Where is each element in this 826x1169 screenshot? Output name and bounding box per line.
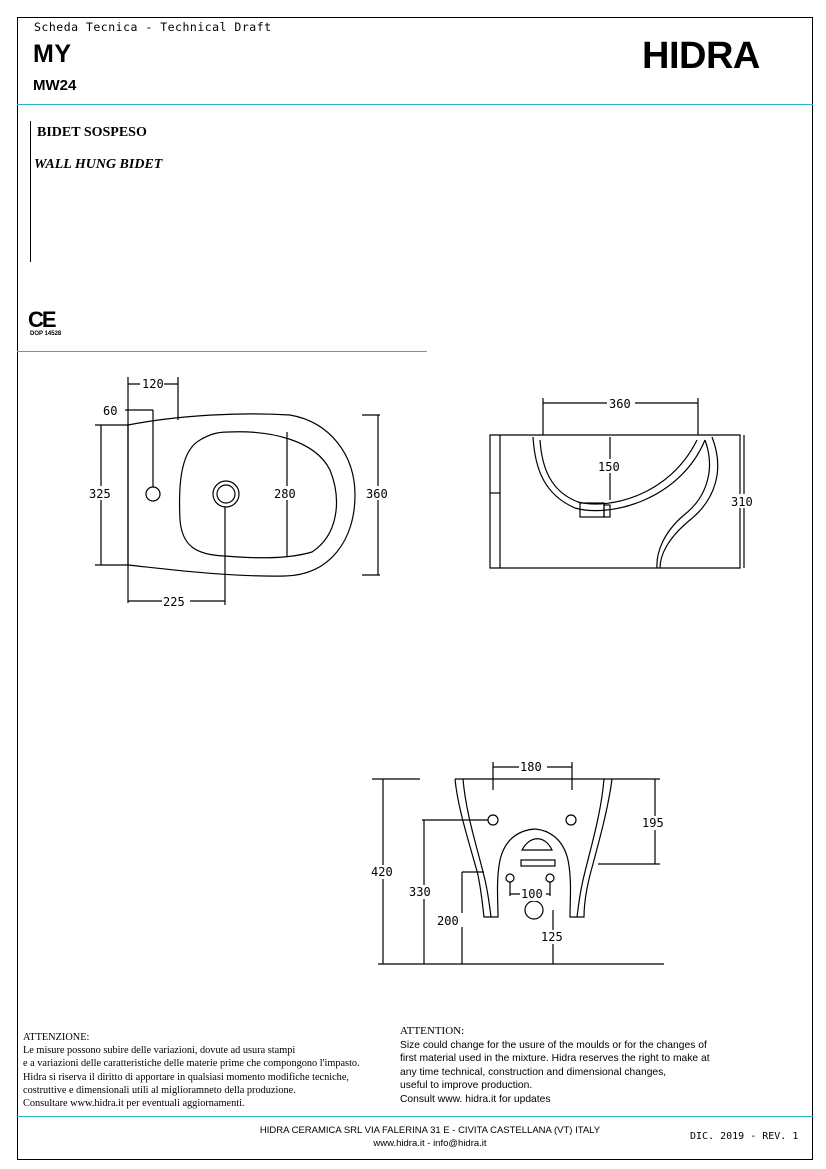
footer-divider (17, 1116, 813, 1117)
dim-120: 120 (142, 377, 164, 391)
dim-360-side: 360 (609, 397, 631, 411)
rear-view-drawing (372, 762, 664, 965)
title-bar (30, 121, 31, 262)
dim-280: 280 (274, 487, 296, 501)
product-code: MW24 (33, 77, 77, 94)
dim-60: 60 (103, 404, 117, 418)
note-heading: ATTENZIONE: (23, 1032, 90, 1043)
side-view-drawing (489, 398, 745, 569)
dop-number: DOP 14528 (30, 331, 62, 337)
note-line: useful to improve production. (400, 1080, 533, 1091)
product-title-en: WALL HUNG BIDET (34, 157, 163, 172)
dimension-labels: 120 60 325 280 360 225 360 150 310 180 1… (88, 376, 758, 944)
note-line: Le misure possono subire delle variazion… (23, 1045, 296, 1057)
dim-100: 100 (521, 887, 543, 901)
note-italian: ATTENZIONE: Le misure possono subire del… (23, 1031, 393, 1110)
dim-195: 195 (642, 816, 664, 830)
ce-mark: CE (28, 307, 57, 332)
dim-180: 180 (520, 760, 542, 774)
note-english: ATTENTION: Size could change for the usu… (400, 1025, 750, 1106)
note-line: costruttive e dimensionali utili al migl… (23, 1084, 296, 1096)
note-line: Consult www. hidra.it for updates (400, 1093, 551, 1105)
note-line: Consultare www.hidra.it per eventuali ag… (23, 1098, 245, 1110)
dim-330: 330 (409, 885, 431, 899)
dim-150: 150 (598, 460, 620, 474)
note-line: e a variazioni delle caratteristiche del… (23, 1058, 360, 1070)
page-frame (17, 17, 813, 1160)
note-line: first material used in the mixture. Hidr… (400, 1053, 710, 1064)
dim-360-top: 360 (366, 487, 388, 501)
dim-325: 325 (89, 487, 111, 501)
dim-420: 420 (371, 865, 393, 879)
dim-225: 225 (163, 595, 185, 609)
dim-200: 200 (437, 914, 459, 928)
draft-label: Scheda Tecnica - Technical Draft (34, 20, 272, 34)
top-view-drawing (95, 377, 380, 605)
note-heading: ATTENTION: (400, 1025, 465, 1037)
note-line: Hidra si riserva il diritto di apportare… (23, 1071, 349, 1083)
company-address: HIDRA CERAMICA SRL VIA FALERINA 31 E - C… (259, 1125, 601, 1136)
section-divider (17, 351, 427, 352)
dim-310: 310 (731, 495, 753, 509)
dim-125: 125 (541, 930, 563, 944)
header-divider (17, 104, 813, 105)
note-line: Size could change for the usure of the m… (400, 1039, 707, 1051)
brand-logo: HIDRA (642, 35, 760, 77)
note-line: any time technical, construction and dim… (400, 1066, 667, 1078)
revision-label: DIC. 2019 - REV. 1 (690, 1131, 799, 1142)
company-contacts: www.hidra.it - info@hidra.it (373, 1138, 487, 1149)
product-title-it: BIDET SOSPESO (37, 125, 147, 140)
model-name: MY (33, 40, 72, 68)
footer-company: HIDRA CERAMICA SRL VIA FALERINA 31 E - C… (220, 1124, 640, 1150)
